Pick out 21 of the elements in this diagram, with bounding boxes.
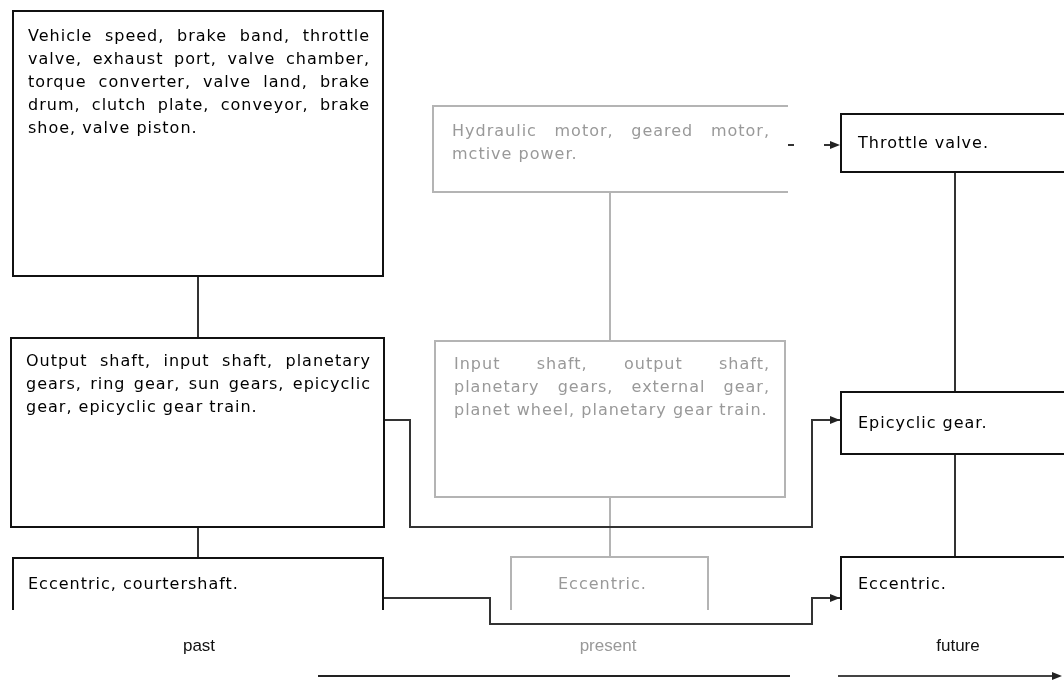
term-box (432, 105, 788, 193)
term-box (434, 340, 786, 498)
arrow (787, 141, 841, 149)
arrow (383, 594, 841, 625)
term-box (12, 557, 384, 610)
connector-line (954, 172, 956, 392)
term-box (510, 556, 709, 610)
connector-line (197, 276, 199, 338)
term-box (12, 10, 384, 277)
connector-line (197, 527, 199, 558)
term-box (840, 113, 1064, 173)
connector-line (609, 192, 611, 341)
connector-line (609, 497, 611, 557)
term-box (840, 391, 1064, 455)
arrow (384, 416, 841, 528)
period-label: present (579, 636, 637, 656)
period-label: future (936, 636, 980, 656)
term-box (10, 337, 385, 528)
connector-line (954, 454, 956, 557)
term-box (840, 556, 1064, 610)
period-label: past (182, 636, 216, 656)
